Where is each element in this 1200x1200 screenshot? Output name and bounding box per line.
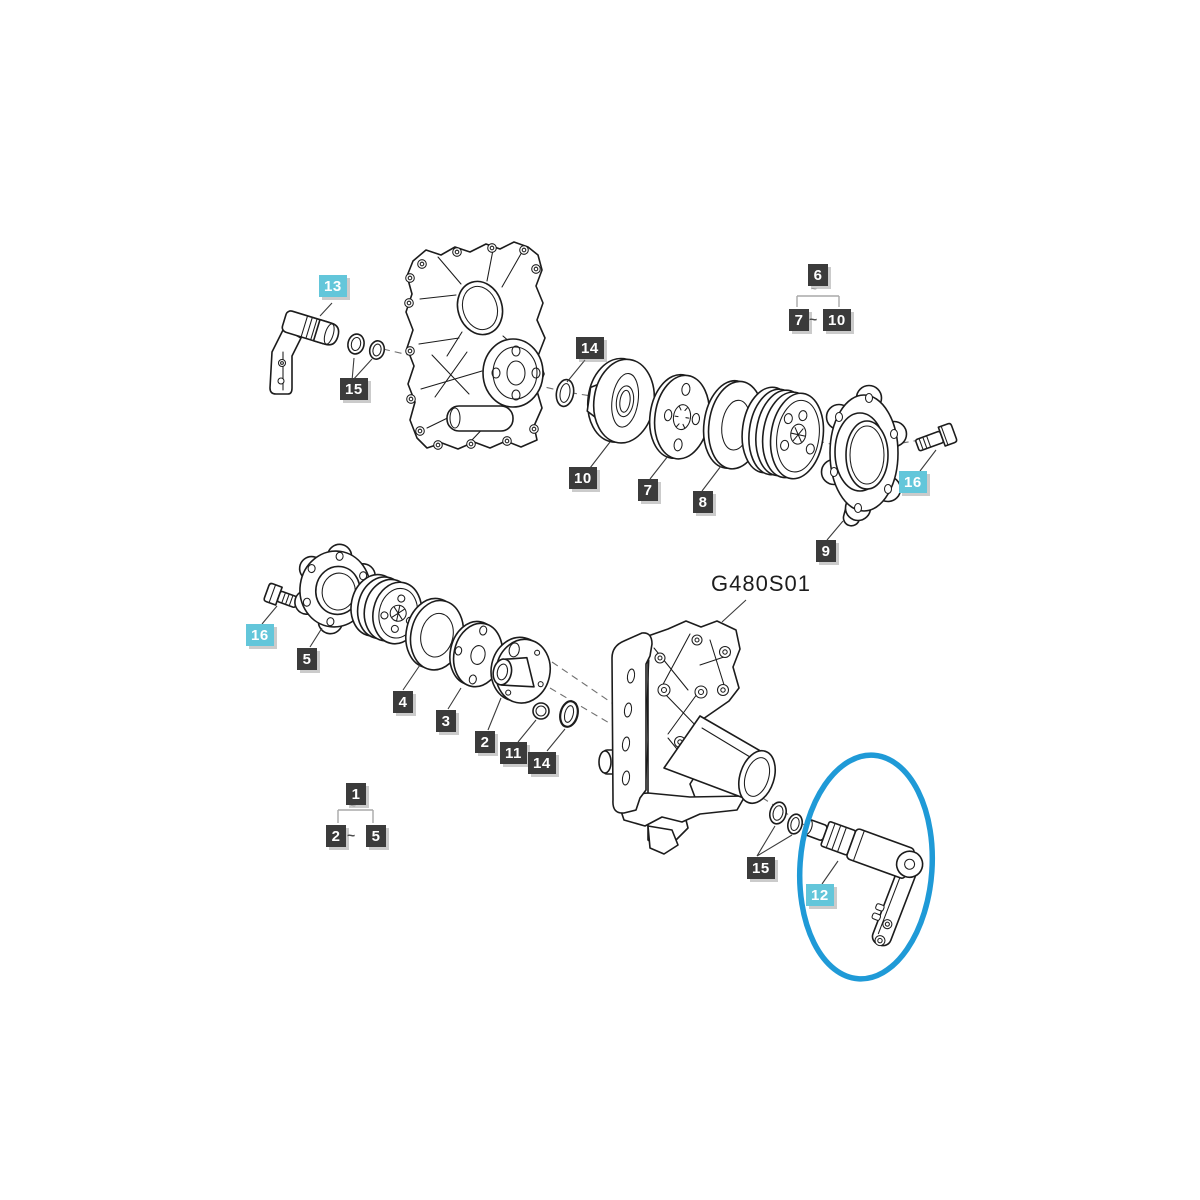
group-6-from-label: 7	[789, 309, 809, 331]
part-label-12: 12	[806, 884, 834, 906]
part-label-13: 13	[319, 275, 347, 297]
group-label-1: 1	[346, 783, 366, 805]
part-label-16-top: 16	[899, 471, 927, 493]
part-label-9: 9	[816, 540, 836, 562]
group-6-separator: ~	[809, 311, 818, 327]
disc-10	[586, 357, 656, 444]
part-label-15-top: 15	[340, 378, 368, 400]
snap-ring-14-bottom	[559, 700, 579, 728]
part-12-lever-shaft	[803, 819, 924, 947]
part-label-2: 2	[475, 731, 495, 753]
group-brackets	[337, 295, 840, 823]
part-label-4: 4	[393, 691, 413, 713]
highlight-ellipse	[796, 752, 936, 982]
group-label-6: 6	[808, 264, 828, 286]
leader-lines	[261, 302, 937, 885]
hub-coupling	[490, 636, 552, 704]
part-label-15-bottom: 15	[747, 857, 775, 879]
bolt-16-top	[915, 422, 958, 452]
top-housing-cover	[404, 241, 546, 450]
group-1-from-label: 2	[326, 825, 346, 847]
part-label-10: 10	[569, 467, 597, 489]
disc-2	[449, 620, 504, 688]
group-1-tick: ~	[350, 801, 356, 812]
ring-11	[532, 702, 550, 720]
part-label-16-bottom: 16	[246, 624, 274, 646]
part-13-lever	[269, 310, 340, 395]
part-label-7: 7	[638, 479, 658, 501]
snap-ring-14-top	[555, 378, 575, 408]
bolt-16-bottom	[263, 582, 299, 609]
group-1-to-label: 5	[366, 825, 386, 847]
diagram-code: G480S01	[711, 571, 811, 596]
group-6-to-label: 10	[823, 309, 851, 331]
part-label-8: 8	[693, 491, 713, 513]
part-label-14-top: 14	[576, 337, 604, 359]
part-label-3: 3	[436, 710, 456, 732]
group-6-tick: ~	[811, 284, 817, 295]
part-label-14-bottom: 14	[528, 752, 556, 774]
o-rings-15-bottom	[768, 801, 804, 835]
disc-7	[648, 373, 711, 460]
bottom-housing	[598, 620, 776, 855]
part-label-11: 11	[500, 742, 527, 764]
top-housing-bolt-holes	[404, 243, 541, 450]
group-1-separator: ~	[347, 827, 356, 843]
part-label-5: 5	[297, 648, 317, 670]
pulley-top	[741, 386, 825, 480]
flange-9	[820, 384, 908, 527]
o-rings-15-top	[347, 333, 386, 360]
